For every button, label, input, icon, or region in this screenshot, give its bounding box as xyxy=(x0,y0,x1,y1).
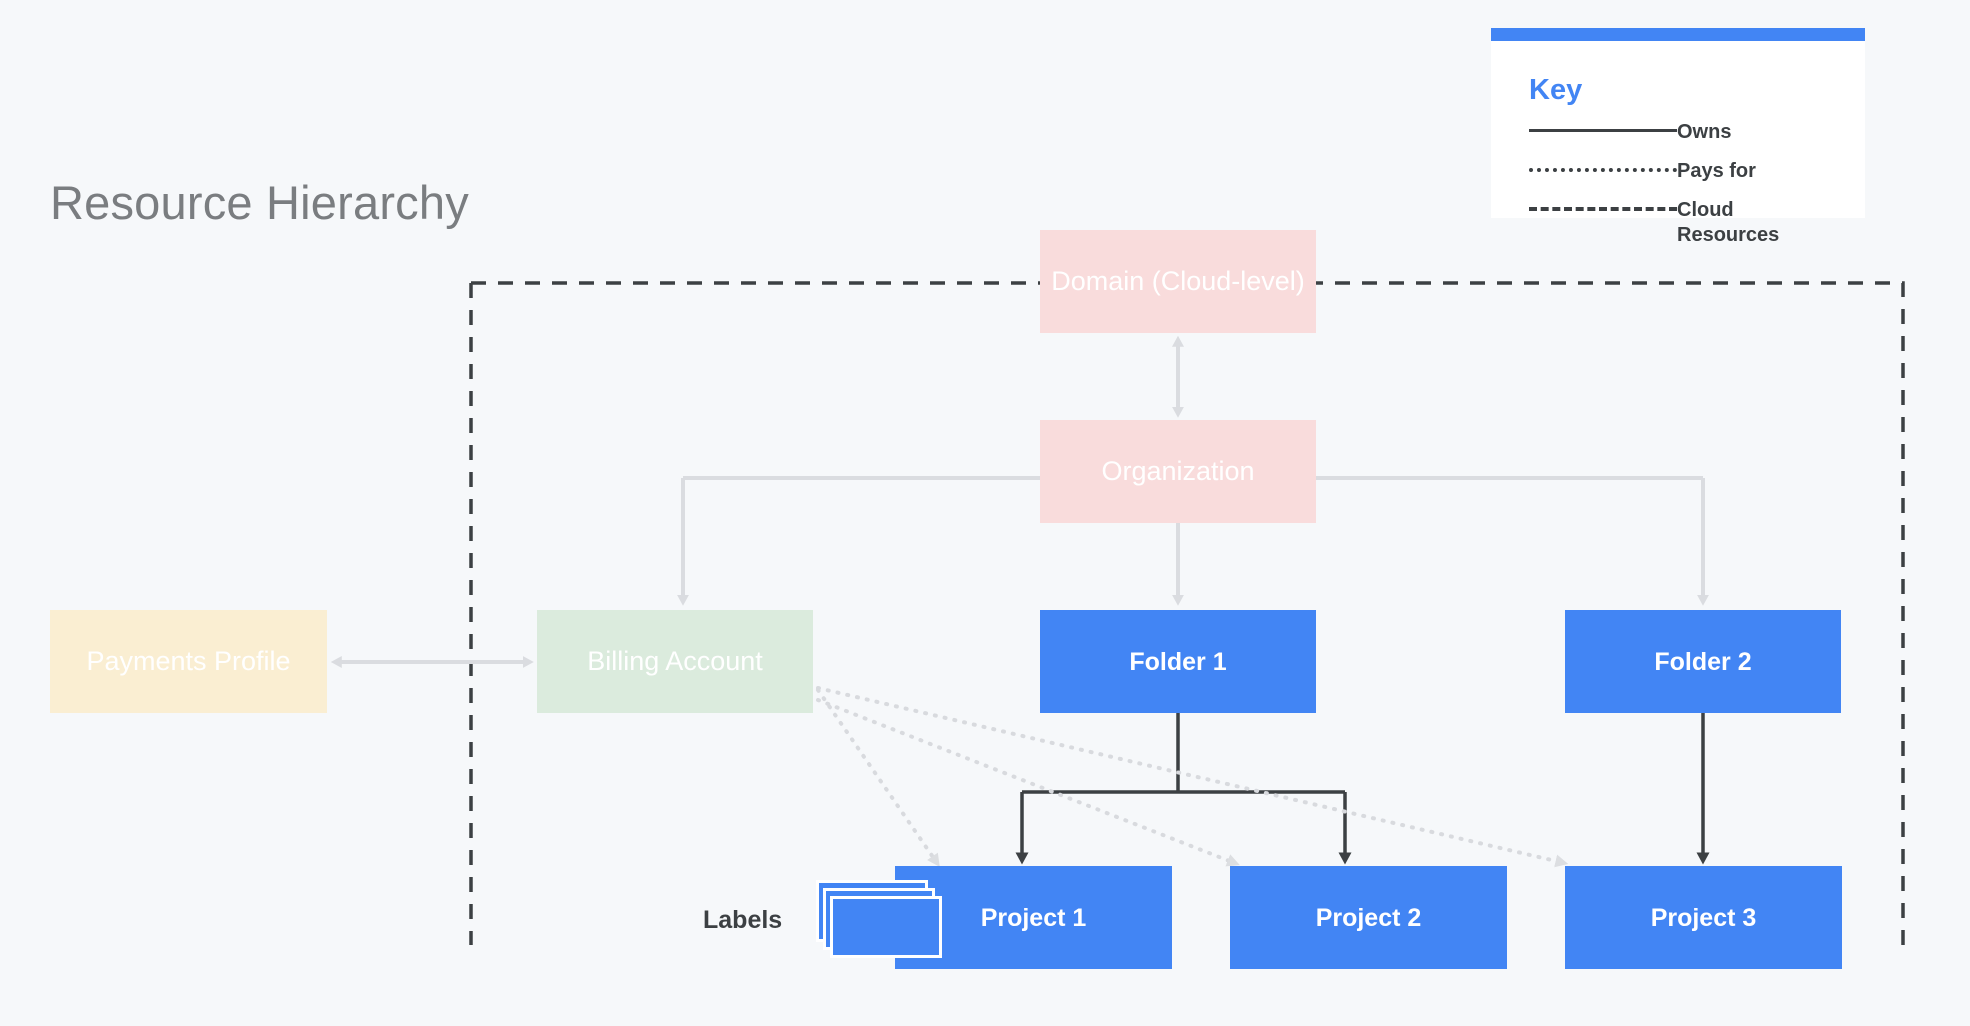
node-organization-label: Organization xyxy=(1101,456,1255,487)
key-line-dashed-icon xyxy=(1529,198,1677,220)
node-payments-profile-label: Payments Profile xyxy=(86,646,291,677)
key-row-cloud-resources: Cloud Resources xyxy=(1529,198,1849,248)
node-billing-account-label: Billing Account xyxy=(587,646,763,677)
node-billing-account[interactable]: Billing Account xyxy=(537,610,813,713)
node-project-2-label: Project 2 xyxy=(1315,903,1422,932)
node-organization[interactable]: Organization xyxy=(1040,420,1316,523)
key-label-owns: Owns xyxy=(1677,121,1732,143)
key-panel: Key Owns Pays for Cloud Resources xyxy=(1491,28,1865,246)
node-project-2[interactable]: Project 2 xyxy=(1230,866,1507,969)
node-domain[interactable]: Domain (Cloud-level) xyxy=(1040,230,1316,333)
node-payments-profile[interactable]: Payments Profile xyxy=(50,610,327,713)
node-folder-1[interactable]: Folder 1 xyxy=(1040,610,1316,713)
key-label-cloud-resources: Cloud Resources xyxy=(1677,199,1780,246)
key-label-pays-for: Pays for xyxy=(1677,160,1756,182)
node-project-1-label: Project 1 xyxy=(980,903,1087,932)
key-row-pays-for: Pays for xyxy=(1529,159,1849,185)
key-row-owns: Owns xyxy=(1529,120,1849,146)
key-title: Key xyxy=(1529,74,1583,106)
node-domain-label: Domain (Cloud-level) xyxy=(1051,266,1305,297)
key-rows: Owns Pays for Cloud Resources xyxy=(1529,120,1849,261)
edge-billing-pays-projects xyxy=(816,686,1569,868)
labels-annotation-text: Labels xyxy=(703,906,783,934)
node-project-3[interactable]: Project 3 xyxy=(1565,866,1842,969)
edge-folder1-projects xyxy=(1015,713,1352,865)
node-folder-1-label: Folder 1 xyxy=(1129,647,1227,676)
key-line-dotted-icon xyxy=(1529,159,1677,181)
stacked-cards-icon xyxy=(816,880,942,958)
node-project-3-label: Project 3 xyxy=(1650,903,1757,932)
node-folder-2[interactable]: Folder 2 xyxy=(1565,610,1841,713)
page-title: Resource Hierarchy xyxy=(50,176,469,229)
key-accent-bar xyxy=(1491,28,1865,41)
key-line-solid-icon xyxy=(1529,120,1677,142)
node-folder-2-label: Folder 2 xyxy=(1654,647,1752,676)
stacked-card-front xyxy=(830,896,942,958)
